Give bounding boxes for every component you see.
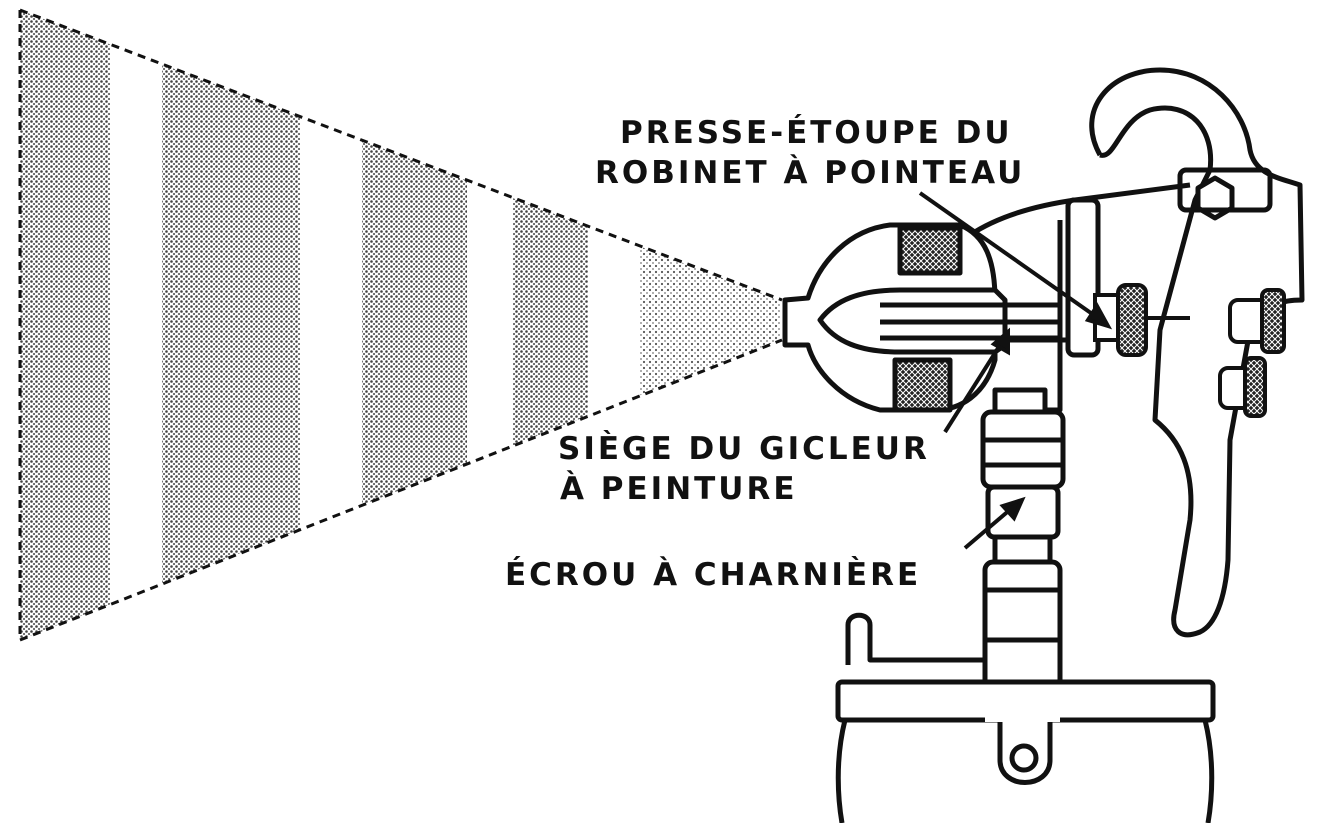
label-swivel-nut: ÉCROU À CHARNIÈRE <box>505 557 922 593</box>
label-nozzle-seat-line-2: À PEINTURE <box>560 471 798 507</box>
label-nozzle-seat-line-1: SIÈGE DU GICLEUR <box>558 431 930 467</box>
swivel-nut-assembly <box>980 387 1066 715</box>
air-cap <box>782 222 1060 413</box>
leader-arrows <box>918 191 1113 550</box>
adjustment-screws <box>1218 288 1286 418</box>
label-packing-line-1: PRESSE-ÉTOUPE DU <box>620 115 1013 151</box>
spray-cone-outline <box>18 8 783 642</box>
label-packing-line-2: ROBINET À POINTEAU <box>595 155 1026 191</box>
needle-valve-knob <box>1093 283 1190 357</box>
paint-cup <box>835 612 1216 824</box>
